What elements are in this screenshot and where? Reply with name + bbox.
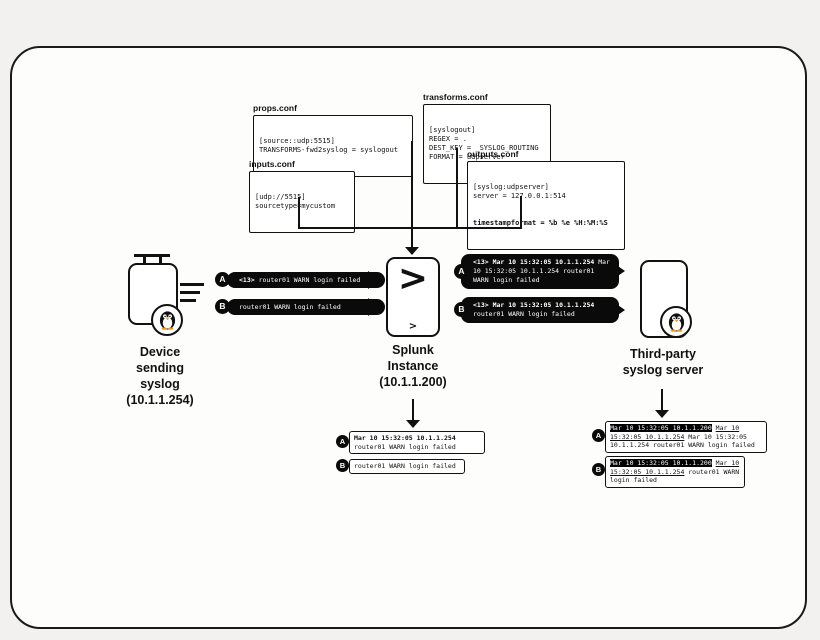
- inputs-conf-box: inputs.conf [udp://5515] sourcetype=mycu…: [249, 159, 355, 233]
- splunk-output-drop: [412, 399, 414, 421]
- props-conf-title: props.conf: [253, 103, 297, 113]
- props-conf-box: props.conf [source::udp:5515] TRANSFORMS…: [253, 103, 413, 177]
- connector-bus: [298, 227, 522, 229]
- third-party-label: Third-party syslog server: [622, 347, 704, 377]
- message-a-splunk-to-third-party: <13> Mar 10 15:32:05 10.1.1.254 Mar 10 1…: [461, 254, 619, 289]
- arrow-down-to-splunk-icon: [405, 247, 419, 255]
- props-conf-content: [source::udp:5515] TRANSFORMS-fwd2syslog…: [253, 115, 413, 177]
- splunk-logo-icon: >: [397, 258, 429, 299]
- arrow-down-icon: [655, 410, 669, 418]
- outputs-conf-lines: [syslog:udpserver] server = 127.0.0.1:51…: [473, 183, 566, 200]
- inputs-conf-lines: [udp://5515] sourcetype=mycustom: [255, 193, 336, 210]
- device-os-badge: [151, 304, 183, 336]
- recorded-b-badge: B: [592, 463, 605, 476]
- message-b-device-to-splunk: router01 WARN login failed: [227, 299, 385, 315]
- recorded-a-badge: A: [592, 429, 605, 442]
- device-antenna-leg-right: [159, 256, 162, 264]
- device-label: Device sending syslog (10.1.1.254): [126, 345, 194, 407]
- recorded-event-b: Mar 10 15:32:05 10.1.1.200 Mar 10 15:32:…: [605, 456, 745, 488]
- transforms-conf-title: transforms.conf: [423, 92, 488, 102]
- third-party-output-drop: [661, 389, 663, 411]
- connector-splunk-drop: [411, 227, 413, 248]
- props-conf-lines: [source::udp:5515] TRANSFORMS-fwd2syslog…: [259, 137, 399, 154]
- splunk-instance-box: > >: [386, 257, 440, 337]
- outputs-conf-title: outputs.conf: [467, 149, 519, 159]
- message-a-device-to-splunk: <13> router01 WARN login failed: [227, 272, 385, 288]
- message-b-badge: B: [215, 299, 230, 314]
- recorded-event-a: Mar 10 15:32:05 10.1.1.200 Mar 10 15:32:…: [605, 421, 767, 453]
- message-b-splunk-to-third-party: <13> Mar 10 15:32:05 10.1.1.254 router01…: [461, 297, 619, 323]
- device-signal-line-2: [180, 291, 200, 294]
- outputs-conf-box: outputs.conf [syslog:udpserver] server =…: [467, 149, 625, 250]
- linux-penguin-icon: [159, 311, 175, 330]
- indexed-event-a: Mar 10 15:32:05 10.1.1.254 router01 WARN…: [349, 431, 485, 454]
- device-antenna-leg-left: [143, 256, 146, 264]
- transforms-conf-lines: [syslogout] REGEX = . DEST_KEY = _SYSLOG…: [429, 126, 539, 161]
- indexed-event-b: router01 WARN login failed: [349, 459, 465, 474]
- linux-penguin-icon: [668, 313, 684, 332]
- connector-transforms-drop: [456, 148, 458, 228]
- splunk-label: Splunk Instance (10.1.1.200): [379, 343, 447, 389]
- device-signal-line-3: [180, 299, 196, 302]
- connector-props-drop: [411, 141, 413, 228]
- arrow-right-icon: [368, 298, 381, 316]
- indexed-a-badge: A: [336, 435, 349, 448]
- outputs-conf-content: [syslog:udpserver] server = 127.0.0.1:51…: [467, 161, 625, 250]
- connector-outputs-drop: [520, 196, 522, 228]
- third-party-os-badge: [660, 306, 692, 338]
- device-signal-line-1: [180, 283, 204, 286]
- arrow-right-icon: [368, 271, 381, 289]
- indexed-b-badge: B: [336, 459, 349, 472]
- inputs-conf-title: inputs.conf: [249, 159, 295, 169]
- message-a-badge: A: [454, 264, 469, 279]
- arrow-down-icon: [406, 420, 420, 428]
- arrow-right-icon: [612, 262, 625, 280]
- inputs-conf-content: [udp://5515] sourcetype=mycustom: [249, 171, 355, 233]
- device-antenna-bar: [134, 254, 170, 257]
- splunk-logo-small-icon: >: [408, 321, 418, 332]
- outputs-conf-bold-line: timestampformat = %b %e %H:%M:%S: [473, 219, 608, 227]
- arrow-right-icon: [612, 301, 625, 319]
- connector-inputs-drop: [298, 197, 300, 228]
- message-b-badge: B: [454, 302, 469, 317]
- message-a-badge: A: [215, 272, 230, 287]
